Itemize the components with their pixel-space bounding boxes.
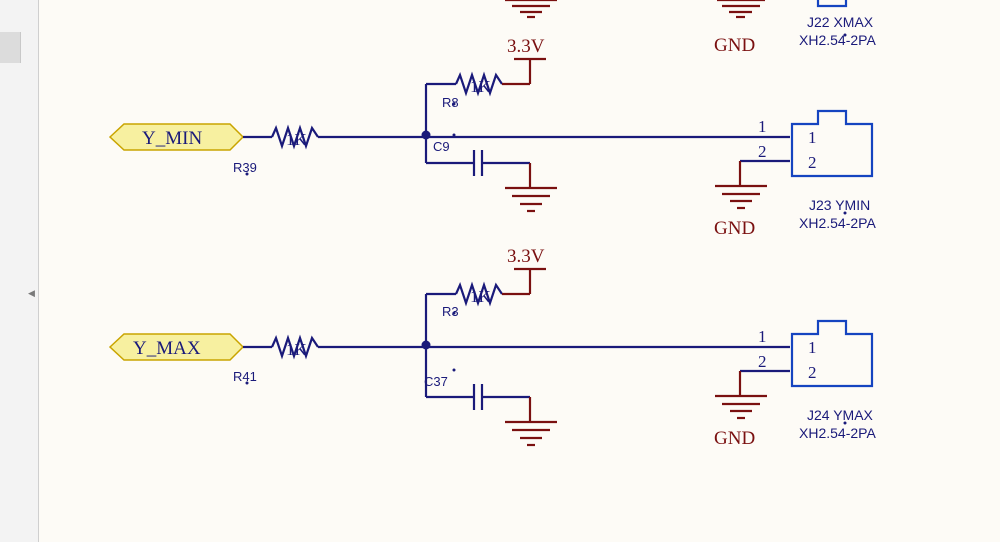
j23-ext-pin1: 1: [758, 117, 767, 136]
vcc-label-ymin: 3.3V: [507, 36, 545, 57]
vcc-symbol-ymin: [514, 57, 546, 84]
r39-value: 1K: [286, 130, 308, 149]
gnd-symbol-j23: [715, 161, 767, 210]
capacitor-c37: [472, 384, 484, 410]
r41-value: 1K: [286, 340, 308, 359]
r3-designator: R3: [442, 304, 459, 319]
gnd-label-top: GND: [714, 35, 755, 56]
gnd-label-j24: GND: [714, 428, 755, 449]
capacitor-c9: [472, 150, 484, 176]
gnd-symbol-top-right: [717, 0, 765, 19]
r3-value: 1K: [470, 287, 492, 306]
r8-value: 1K: [470, 77, 492, 96]
vcc-symbol-ymax: [514, 267, 546, 294]
j23-pin1: 1: [808, 128, 817, 147]
left-panel: ◀: [0, 0, 39, 542]
j23-part: XH2.54-2PA: [799, 215, 876, 231]
resistor-r39: [270, 124, 319, 150]
resistor-r3: [454, 281, 503, 307]
ref-dot-c9: [452, 133, 456, 137]
panel-selected-item[interactable]: [0, 32, 21, 63]
connector-j23-body[interactable]: [790, 109, 874, 178]
j23-name: J23 YMIN: [809, 197, 870, 213]
j22-name: J22 XMAX: [807, 14, 874, 30]
c9-designator: C9: [433, 139, 450, 154]
port-y-max-label: Y_MAX: [133, 338, 201, 359]
j24-pin2: 2: [808, 363, 817, 382]
ref-dot-r41: [245, 381, 249, 385]
connector-j22-body: [816, 0, 848, 8]
j24-name: J24 YMAX: [807, 407, 874, 423]
ref-dot-r8: [452, 102, 456, 106]
j24-ext-pin1: 1: [758, 327, 767, 346]
j23-ext-pin2: 2: [758, 142, 767, 161]
ref-dot-j22: [843, 33, 847, 37]
r41-designator: R41: [233, 369, 257, 384]
junction-ymax: [421, 340, 431, 350]
r39-designator: R39: [233, 160, 257, 175]
gnd-symbol-c9: [505, 163, 557, 213]
j23-pin2: 2: [808, 153, 817, 172]
gnd-symbol-j24: [715, 371, 767, 420]
vcc-label-ymax: 3.3V: [507, 246, 545, 267]
panel-collapse-icon[interactable]: ◀: [28, 288, 35, 298]
port-y-min-label: Y_MIN: [142, 128, 202, 149]
c37-designator: C37: [424, 374, 448, 389]
j24-ext-pin2: 2: [758, 352, 767, 371]
junction-ymin: [421, 130, 431, 140]
resistor-r41: [270, 334, 319, 360]
connector-j24-body[interactable]: [790, 319, 874, 388]
gnd-symbol-top-left: [505, 0, 557, 19]
ref-dot-c37: [452, 368, 456, 372]
j22-part: XH2.54-2PA: [799, 32, 876, 48]
resistor-r8: [454, 71, 503, 97]
ref-dot-j23: [843, 211, 847, 215]
gnd-symbol-c37: [505, 397, 557, 447]
j24-part: XH2.54-2PA: [799, 425, 876, 441]
r8-designator: R8: [442, 95, 459, 110]
gnd-label-j23: GND: [714, 218, 755, 239]
ref-dot-r3: [452, 311, 456, 315]
ref-dot-j24: [843, 421, 847, 425]
j24-pin1: 1: [808, 338, 817, 357]
ref-dot-r39: [245, 172, 249, 176]
